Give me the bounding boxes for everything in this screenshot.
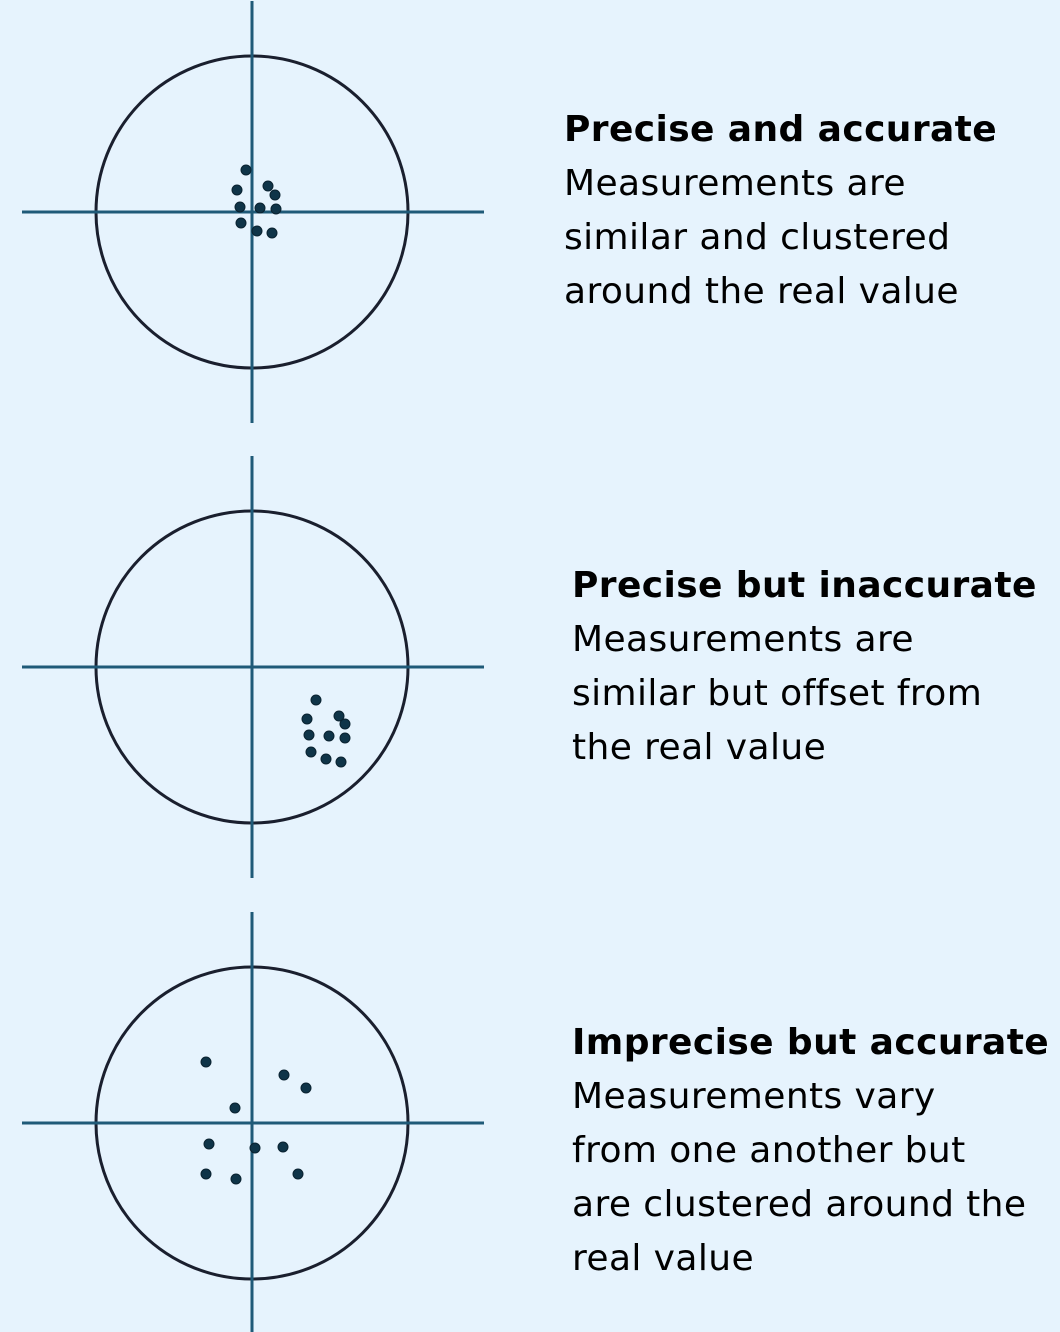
panel-text-precise-inaccurate: Precise but inaccurate Measurements are … [572,559,1037,775]
measurement-point [234,201,246,213]
panel-desc-line: similar and clustered [564,217,951,258]
measurement-point [203,1138,215,1150]
measurement-point [339,718,351,730]
measurement-point [301,713,313,725]
target-precise-accurate [22,1,484,423]
target-precise-inaccurate [22,456,484,878]
measurement-point [200,1056,212,1068]
measurement-point [266,227,278,239]
measurement-point [303,729,315,741]
measurement-point [231,184,243,196]
measurement-point [240,164,252,176]
panel-text-imprecise-accurate: Imprecise but accurate Measurements vary… [572,1016,1049,1286]
measurement-point [305,746,317,758]
panel-desc-line: similar but offset from [572,673,983,714]
measurement-point [277,1141,289,1153]
measurement-point [262,180,274,192]
measurement-point [339,732,351,744]
panel-title: Precise and accurate [564,109,998,150]
panel-title: Imprecise but accurate [572,1022,1050,1063]
measurement-point [229,1102,241,1114]
measurement-point [323,730,335,742]
measurement-point [254,202,266,214]
measurement-point [230,1173,242,1185]
panel-desc-line: are clustered around the [572,1184,1027,1225]
measurement-point [278,1069,290,1081]
measurement-point [251,225,263,237]
panel-desc-line: from one another but [572,1130,966,1171]
panel-desc-line: around the real value [564,271,959,312]
measurement-point [235,217,247,229]
panel-title: Precise but inaccurate [572,565,1037,606]
measurement-point [270,203,282,215]
measurement-point [320,753,332,765]
target-imprecise-accurate [22,912,484,1332]
measurement-point [310,694,322,706]
panel-desc-line: Measurements vary [572,1076,936,1117]
measurement-point [269,189,281,201]
measurement-point [300,1082,312,1094]
panel-text-precise-accurate: Precise and accurate Measurements are si… [564,103,997,319]
measurement-point [333,710,345,722]
panel-desc-line: Measurements are [572,619,914,660]
panel-desc-line: Measurements are [564,163,906,204]
measurement-point [249,1142,261,1154]
panel-desc-line: real value [572,1238,754,1279]
measurement-point [335,756,347,768]
measurement-point [292,1168,304,1180]
measurement-point [200,1168,212,1180]
panel-desc-line: the real value [572,727,827,768]
